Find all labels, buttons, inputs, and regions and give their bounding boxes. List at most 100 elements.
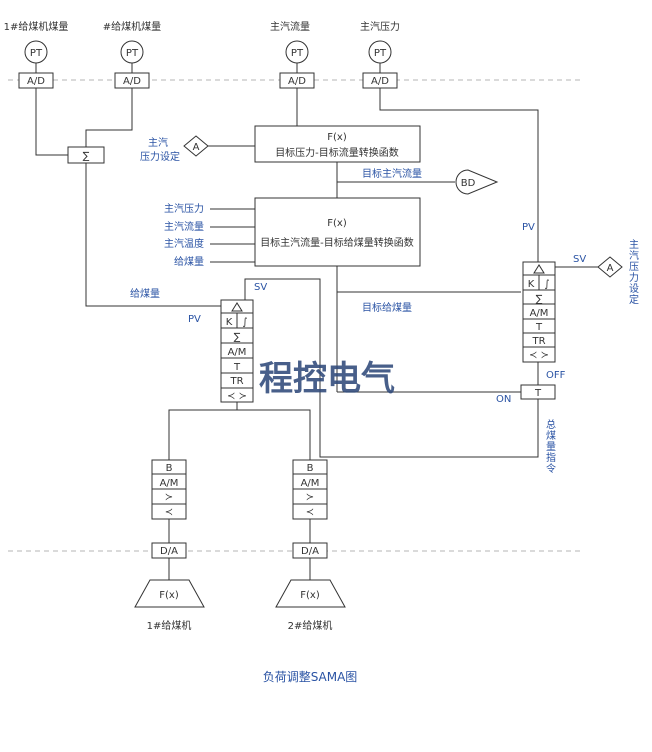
pt-transmitter-2: PT <box>120 40 144 64</box>
feeder1-name: 1#给煤机 <box>147 619 192 632</box>
svg-text:∑: ∑ <box>234 332 241 343</box>
svg-text:A/M: A/M <box>301 478 320 489</box>
svg-text:BD: BD <box>461 178 476 189</box>
ad-converter-2: A/D <box>114 72 150 89</box>
input-label-steam-pressure: 主汽压力 <box>360 20 400 33</box>
svg-text:≺ ≻: ≺ ≻ <box>227 391 247 402</box>
coal-flow-label-left: 给煤量 <box>130 287 160 300</box>
svg-text:D/A: D/A <box>160 546 178 557</box>
vertical-char: 量 <box>546 441 556 453</box>
da-converter-1: D/A <box>151 542 187 559</box>
svg-text:A/M: A/M <box>160 478 179 489</box>
svg-text:≺ ≻: ≺ ≻ <box>529 350 549 361</box>
svg-text:F(x): F(x) <box>327 132 347 143</box>
off-label: OFF <box>546 370 566 381</box>
input-label-steam-flow: 主汽流量 <box>270 20 310 33</box>
vertical-char: 定 <box>629 293 639 306</box>
diagram-caption: 负荷调整SAMA图 <box>263 669 358 684</box>
vertical-char: 煤 <box>546 429 556 442</box>
pressure-setpoint-label-l1: 主汽 <box>148 136 168 149</box>
analog-setpoint-diamond-left: A <box>183 135 209 157</box>
svg-text:≻: ≻ <box>306 492 314 503</box>
ad-converter-3: A/D <box>279 72 315 89</box>
input-label-feeder1: 1#给煤机煤量 <box>4 20 69 33</box>
pt-transmitter-1: PT <box>24 40 48 64</box>
transfer-switch: T <box>520 384 556 400</box>
function-block-pressure-to-flow: F(x) 目标压力-目标流量转换函数 <box>254 125 421 163</box>
pressure-setpoint-vertical-label: 主汽压力设定 <box>629 239 639 306</box>
svg-text:总煤量指令: 总煤量指令 <box>546 418 556 475</box>
pv-label-right: PV <box>522 222 535 233</box>
svg-text:T: T <box>534 388 542 399</box>
pt-transmitter-3: PT <box>285 40 309 64</box>
svg-text:≺: ≺ <box>306 507 314 518</box>
svg-text:F(x): F(x) <box>159 590 179 601</box>
svg-text:A: A <box>193 142 200 153</box>
svg-text:F(x): F(x) <box>327 218 347 229</box>
ad-converter-4: A/D <box>362 72 398 89</box>
da-converter-2: D/A <box>292 542 328 559</box>
svg-text:A/M: A/M <box>228 347 247 358</box>
vertical-char: 总 <box>546 418 556 431</box>
watermark-text: 程控电气 <box>259 359 395 399</box>
vertical-char: 力 <box>629 271 639 284</box>
func2-input-0: 主汽压力 <box>164 202 204 215</box>
svg-text:≺: ≺ <box>165 507 173 518</box>
svg-text:B: B <box>166 463 173 474</box>
svg-text:∑: ∑ <box>536 294 543 305</box>
svg-text:A/D: A/D <box>288 76 306 87</box>
vertical-char: 指 <box>546 451 556 464</box>
func2-input-1: 主汽流量 <box>164 220 204 233</box>
vertical-char: 令 <box>546 462 556 475</box>
func2-input-2: 主汽温度 <box>164 237 204 250</box>
svg-text:PT: PT <box>291 48 304 59</box>
svg-text:主汽压力设定: 主汽压力设定 <box>629 239 639 306</box>
svg-text:K: K <box>528 279 535 290</box>
svg-text:B: B <box>307 463 314 474</box>
pv-label-left: PV <box>188 314 201 325</box>
feeder-actuator-1: F(x) <box>134 579 205 608</box>
feeder-actuator-2: F(x) <box>275 579 346 608</box>
vertical-char: 压 <box>629 261 639 273</box>
target-coal-label: 目标给煤量 <box>362 301 412 314</box>
bd-display: BD <box>455 169 499 195</box>
svg-text:D/A: D/A <box>301 546 319 557</box>
bias-station-2: B A/M ≻ ≺ <box>292 459 328 520</box>
pid-controller-right: K ∫ ∑ A/M T TR ≺ ≻ <box>522 261 556 363</box>
svg-text:PT: PT <box>30 48 43 59</box>
total-coal-command-label: 总煤量指令 <box>546 418 556 475</box>
svg-text:TR: TR <box>229 376 243 387</box>
feeder2-name: 2#给煤机 <box>288 619 333 632</box>
svg-text:TR: TR <box>531 336 545 347</box>
sv-label-right: SV <box>573 254 586 265</box>
sv-label-left: SV <box>254 282 267 293</box>
ad-converter-1: A/D <box>18 72 54 89</box>
svg-text:PT: PT <box>126 48 139 59</box>
svg-text:A/D: A/D <box>27 76 45 87</box>
svg-text:T: T <box>233 362 241 373</box>
func2-input-3: 给煤量 <box>174 255 204 268</box>
svg-text:∫: ∫ <box>242 317 247 328</box>
svg-text:A/M: A/M <box>530 308 549 319</box>
svg-text:F(x): F(x) <box>300 590 320 601</box>
vertical-char: 设 <box>629 283 639 295</box>
svg-text:A/D: A/D <box>371 76 389 87</box>
svg-text:A: A <box>607 263 614 274</box>
pressure-setpoint-label-l2: 压力设定 <box>140 150 180 163</box>
svg-text:K: K <box>226 317 233 328</box>
svg-text:目标主汽流量-目标给煤量转换函数: 目标主汽流量-目标给煤量转换函数 <box>260 236 414 249</box>
vertical-char: 汽 <box>629 249 639 262</box>
bias-station-1: B A/M ≻ ≺ <box>151 459 187 520</box>
vertical-char: 主 <box>629 239 639 251</box>
svg-text:A/D: A/D <box>123 76 141 87</box>
svg-text:∑: ∑ <box>83 151 90 162</box>
pid-controller-left: K ∫ ∑ A/M T TR ≺ ≻ <box>220 299 254 403</box>
svg-text:≻: ≻ <box>165 492 173 503</box>
sum-block-coal: ∑ <box>67 146 105 164</box>
svg-text:∫: ∫ <box>544 279 549 290</box>
analog-setpoint-diamond-right: A <box>597 256 623 278</box>
svg-text:目标压力-目标流量转换函数: 目标压力-目标流量转换函数 <box>275 146 399 159</box>
target-steam-flow-label: 目标主汽流量 <box>362 167 422 180</box>
